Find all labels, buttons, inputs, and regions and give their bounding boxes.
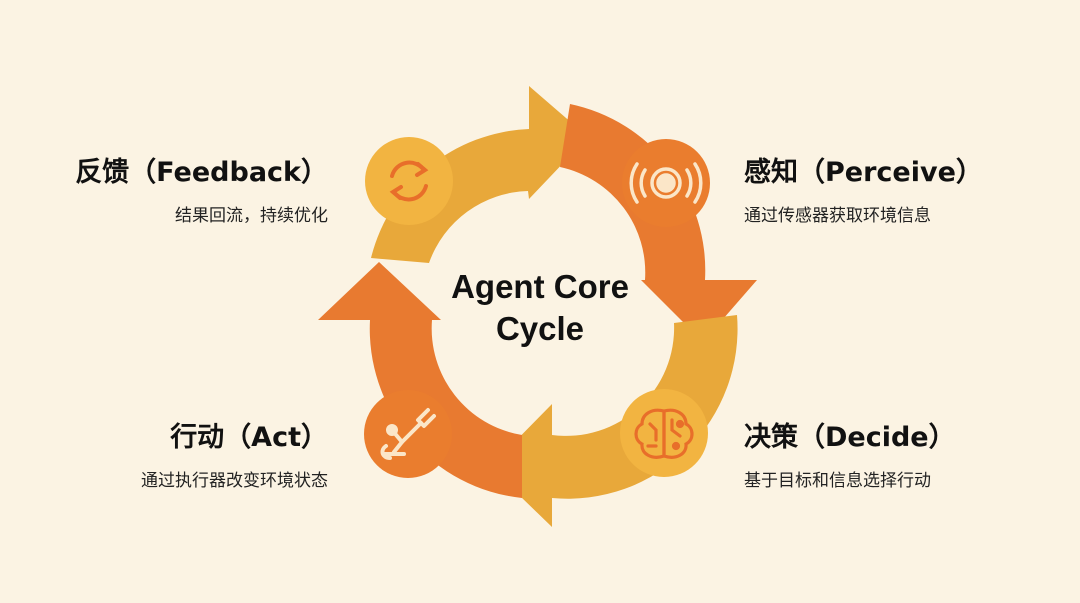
stage-feedback-desc: 结果回流，持续优化 (175, 206, 328, 226)
stage-decide-desc: 基于目标和信息选择行动 (744, 471, 931, 491)
stage-perceive-title: 感知（Perceive） (744, 157, 983, 188)
stage-act-desc: 通过执行器改变环境状态 (141, 471, 328, 491)
stage-act-title: 行动（Act） (170, 422, 328, 453)
stage-decide: 决策（Decide） 基于目标和信息选择行动 (744, 415, 956, 491)
decide-node (620, 389, 708, 477)
robot-arm-icon (380, 408, 436, 460)
sensor-icon (629, 162, 703, 204)
center-title-line1: Agent Core (451, 268, 629, 305)
arrow-segment-act-to-feedback (318, 262, 522, 498)
stage-feedback: 反馈（Feedback） 结果回流，持续优化 (75, 150, 328, 226)
center-title-line2: Cycle (495, 310, 585, 347)
act-node (364, 390, 452, 478)
stage-act: 行动（Act） 通过执行器改变环境状态 (141, 415, 328, 491)
feedback-node (365, 137, 453, 225)
stage-perceive: 感知（Perceive） 通过传感器获取环境信息 (744, 150, 983, 226)
stage-feedback-title: 反馈（Feedback） (75, 157, 328, 188)
refresh-icon (389, 160, 429, 202)
stage-perceive-desc: 通过传感器获取环境信息 (744, 206, 931, 226)
perceive-node (622, 139, 710, 227)
arrow-segment-decide-to-act (490, 315, 738, 527)
center-title: Agent Core Cycle (410, 266, 670, 350)
brain-icon (634, 408, 694, 459)
stage-decide-title: 决策（Decide） (744, 422, 956, 453)
